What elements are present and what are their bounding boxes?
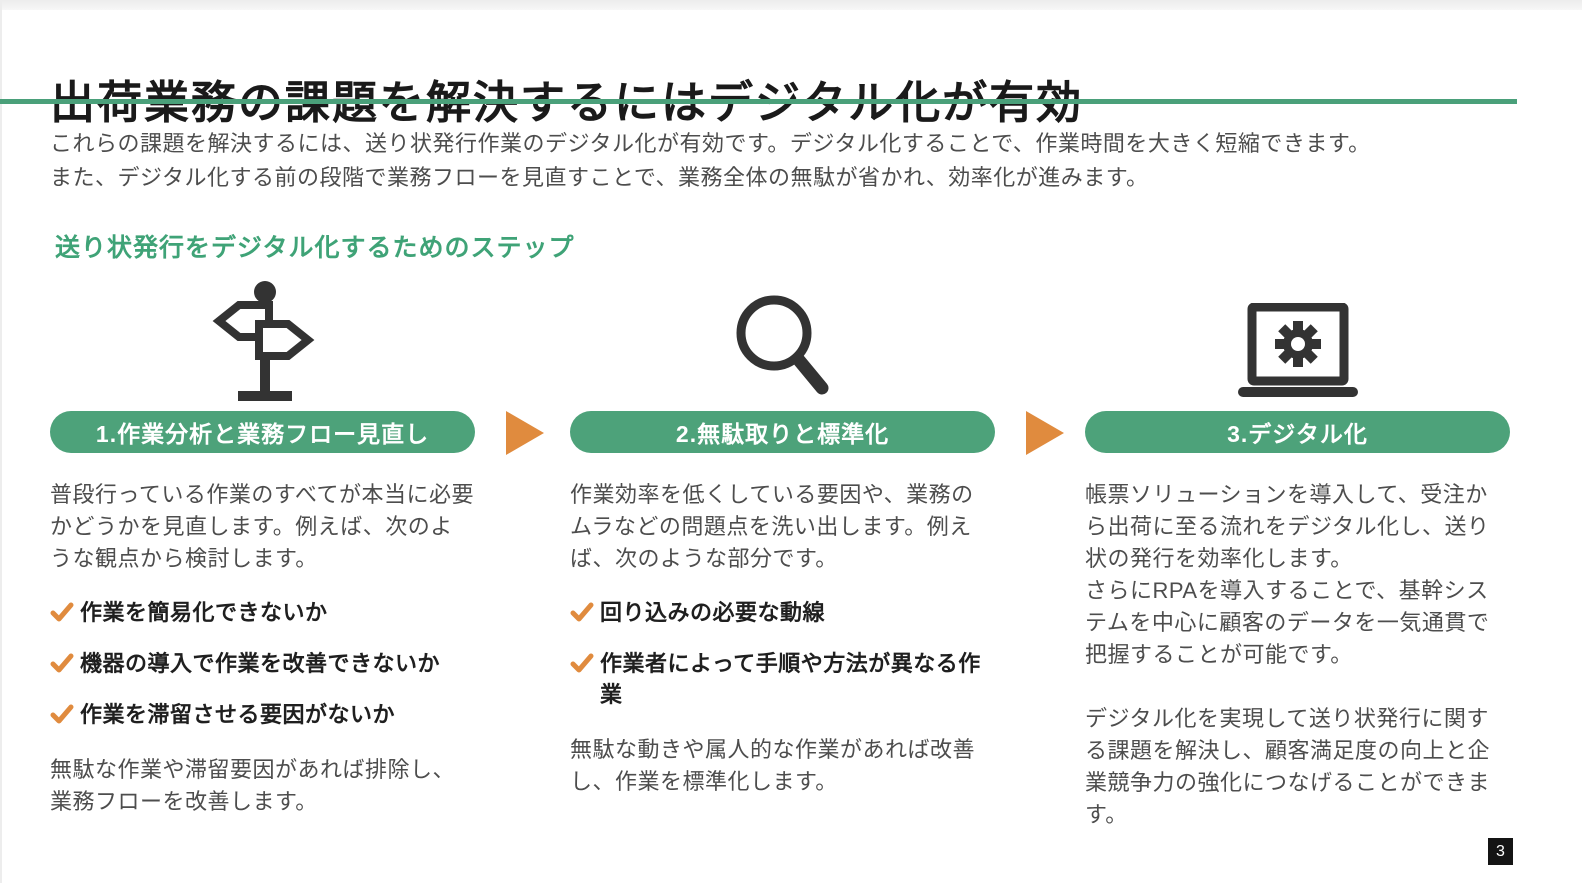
bullet-item: 回り込みの必要な動線: [570, 597, 995, 628]
window-edge-left: [0, 0, 2, 883]
check-icon: [570, 652, 600, 679]
step-1-pill: 1.作業分析と業務フロー見直し: [50, 411, 475, 453]
step-1-bullets: 作業を簡易化できないか 機器の導入で作業を改善できないか 作業を滞留させる要因が…: [50, 597, 475, 730]
bullet-item: 作業者によって手順や方法が異なる作業: [570, 648, 995, 710]
step-3-paragraph-2: さらにRPAを導入することで、基幹システムを中心に顧客のデータを一気通貫で把握す…: [1085, 578, 1490, 667]
laptop-gear-icon: [1085, 270, 1510, 411]
check-icon: [570, 601, 600, 628]
page-number-badge: 3: [1488, 838, 1513, 865]
step-1-intro: 普段行っている作業のすべてが本当に必要かどうかを見直します。例えば、次のような観…: [50, 482, 474, 571]
step-3-label: 3.デジタル化: [1227, 421, 1368, 447]
bullet-text: 作業を簡易化できないか: [80, 600, 328, 625]
step-3-paragraph-1: 帳票ソリューションを導入して、受注から出荷に至る流れをデジタル化し、送り状の発行…: [1085, 482, 1490, 571]
flow-arrow-icon: [1026, 411, 1064, 455]
laptop-gear-icon-svg: [1237, 303, 1358, 397]
magnifier-icon-svg: [736, 295, 828, 395]
step-2-footer: 無駄な動きや属人的な作業があれば改善し、作業を標準化します。: [570, 737, 976, 794]
bullet-text: 機器の導入で作業を改善できないか: [80, 651, 441, 676]
window-edge-top: [0, 0, 1582, 10]
intro-line-1: これらの課題を解決するには、送り状発行作業のデジタル化が有効です。デジタル化する…: [50, 131, 1371, 156]
step-column-1: 1.作業分析と業務フロー見直し 普段行っている作業のすべてが本当に必要かどうかを…: [50, 270, 475, 818]
step-1-footer: 無駄な作業や滞留要因があれば排除し、業務フローを改善します。: [50, 757, 456, 814]
signpost-icon-svg: [212, 281, 314, 401]
intro-paragraph: これらの課題を解決するには、送り状発行作業のデジタル化が有効です。デジタル化する…: [50, 127, 1530, 195]
magnifier-icon: [570, 270, 995, 411]
page-number: 3: [1496, 842, 1505, 860]
bullet-item: 機器の導入で作業を改善できないか: [50, 648, 475, 679]
step-3-body: 帳票ソリューションを導入して、受注から出荷に至る流れをデジタル化し、送り状の発行…: [1085, 479, 1510, 831]
intro-line-2: また、デジタル化する前の段階で業務フローを見直すことで、業務全体の無駄が省かれ、…: [50, 165, 1149, 190]
check-icon: [50, 601, 80, 628]
step-2-bullets: 回り込みの必要な動線 作業者によって手順や方法が異なる作業: [570, 597, 995, 710]
bullet-text: 作業者によって手順や方法が異なる作業: [600, 651, 981, 707]
check-icon: [50, 703, 80, 730]
check-icon: [50, 652, 80, 679]
step-column-3: 3.デジタル化 帳票ソリューションを導入して、受注から出荷に至る流れをデジタル化…: [1085, 270, 1510, 831]
step-2-intro: 作業効率を低くしている要因や、業務のムラなどの問題点を洗い出します。例えば、次の…: [570, 482, 974, 571]
bullet-text: 回り込みの必要な動線: [600, 600, 826, 625]
step-3-pill: 3.デジタル化: [1085, 411, 1510, 453]
step-2-pill: 2.無駄取りと標準化: [570, 411, 995, 453]
bullet-text: 作業を滞留させる要因がないか: [80, 702, 396, 727]
step-2-label: 2.無駄取りと標準化: [675, 421, 890, 447]
step-column-2: 2.無駄取りと標準化 作業効率を低くしている要因や、業務のムラなどの問題点を洗い…: [570, 270, 995, 798]
title-underline: [0, 99, 1517, 104]
step-1-label: 1.作業分析と業務フロー見直し: [95, 421, 430, 447]
section-heading: 送り状発行をデジタル化するためのステップ: [55, 234, 575, 262]
bullet-item: 作業を簡易化できないか: [50, 597, 475, 628]
signpost-icon: [50, 270, 475, 411]
flow-arrow-icon: [506, 411, 544, 455]
bullet-item: 作業を滞留させる要因がないか: [50, 699, 475, 730]
step-3-paragraph-3: デジタル化を実現して送り状発行に関する課題を解決し、顧客満足度の向上と企業競争力…: [1085, 706, 1491, 827]
